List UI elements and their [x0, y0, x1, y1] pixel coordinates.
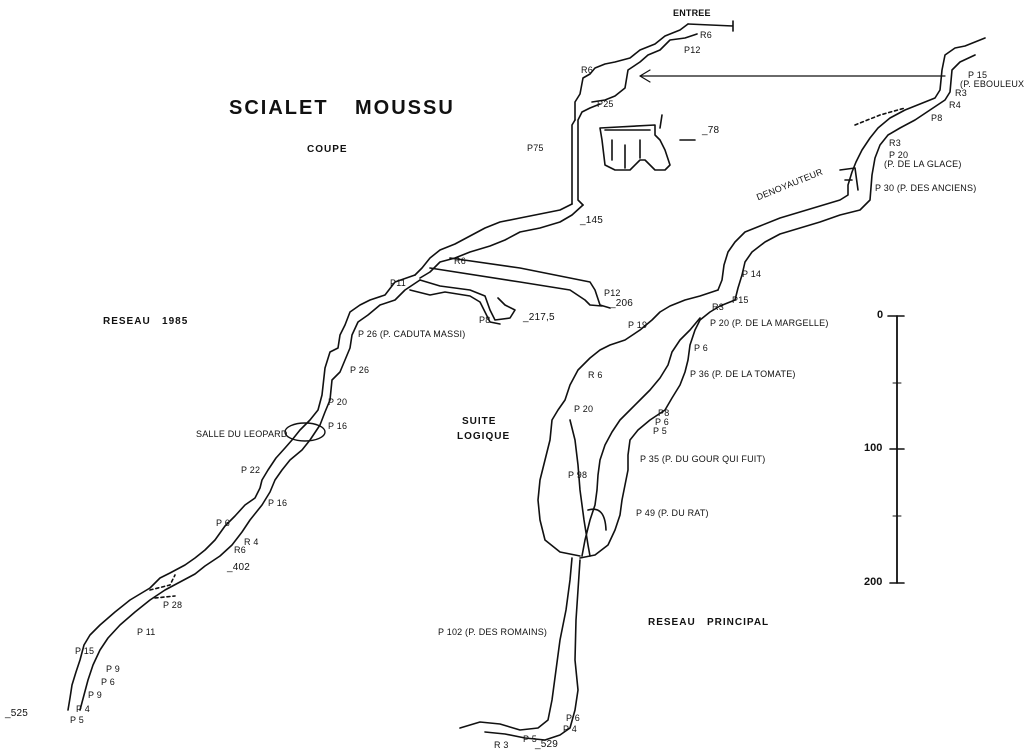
label-p5-c: P 5 [523, 734, 537, 744]
label-r3-a: R3 [955, 88, 967, 98]
shaft-p102 [459, 557, 581, 741]
label-p15-ebouleux-1: P 15 [968, 70, 988, 80]
label-p49-rat: P 49 (P. DU RAT) [636, 508, 709, 518]
label-p102-romains: P 102 (P. DES ROMAINS) [438, 627, 548, 637]
label-p9-b: P 9 [88, 690, 102, 700]
salle-leopard-outline [284, 422, 326, 442]
depth-145: _145 [580, 215, 604, 226]
label-r3-d: R 3 [494, 740, 509, 750]
label-p4-a: P 4 [76, 704, 90, 714]
label-r6-c: R 6 [588, 370, 603, 380]
label-p15-b: P15 [732, 295, 749, 305]
label-r6-mid: R6 [454, 256, 466, 266]
region-reseau-1985: RESEAU 1985 [103, 316, 189, 327]
title-moussu: MOUSSU [355, 97, 455, 119]
label-p8-c: P8 [658, 408, 670, 418]
depth-402: _402 [227, 562, 251, 573]
label-p6-e: P 6 [566, 713, 580, 723]
label-p5-a: P 5 [70, 715, 84, 725]
label-r4: R 4 [244, 537, 259, 547]
label-p8-a: P8 [479, 315, 491, 325]
label-p6-c: P 6 [694, 343, 708, 353]
reseau-principal-upper [717, 37, 986, 301]
label-p11-a: P11 [390, 278, 406, 288]
label-p5-b: P 5 [653, 426, 667, 436]
label-p26-caduta: P 26 (P. CADUTA MASSI) [358, 329, 466, 339]
label-p16-b: P 16 [268, 498, 288, 508]
branch-217 [409, 279, 516, 325]
label-p20-margelle: P 20 (P. DE LA MARGELLE) [710, 318, 829, 328]
depth-scale-bar [887, 315, 905, 584]
label-p20-b: P 20 [574, 404, 594, 414]
label-p20-glace-1: P 20 [889, 150, 909, 160]
label-p4-b: P 4 [563, 724, 577, 734]
label-p15-a: P 15 [75, 646, 95, 656]
label-p6-d: P 6 [655, 417, 669, 427]
depth-217: _217,5 [523, 312, 555, 323]
region-suite-logique-2: LOGIQUE [457, 431, 511, 442]
label-p12-mid: P12 [604, 288, 621, 298]
entrance-passage [571, 20, 734, 206]
depth-529: _529 [535, 739, 559, 750]
label-r3-c: R3 [712, 302, 724, 312]
depth-206: _206 [610, 298, 634, 309]
label-p36-tomate: P 36 (P. DE LA TOMATE) [690, 369, 796, 379]
label-p19: P 19 [628, 320, 648, 330]
label-p9-a: P 9 [106, 664, 120, 674]
label-p6-b: P 6 [101, 677, 115, 687]
label-p26: P 26 [350, 365, 370, 375]
connector-arrow [639, 69, 946, 83]
label-p30-anciens: P 30 (P. DES ANCIENS) [875, 183, 977, 193]
label-p20-glace-2: (P. DE LA GLACE) [884, 159, 962, 169]
label-r4-b: R4 [949, 100, 961, 110]
reseau-1985-passage [67, 274, 421, 711]
label-p11-b: P 11 [137, 627, 156, 637]
label-salle-leopard: SALLE DU LEOPARD [196, 429, 288, 439]
label-p14: P 14 [742, 269, 762, 279]
label-r6-b: R6 [234, 545, 246, 555]
label-p12-top: P12 [684, 45, 701, 55]
label-p22: P 22 [241, 465, 261, 475]
label-p25: P25 [597, 99, 614, 109]
label-r3-b: R3 [889, 138, 901, 148]
region-suite-logique-1: SUITE [462, 416, 497, 427]
label-r6-left: R6 [581, 65, 593, 75]
label-p28: P 28 [163, 600, 183, 610]
label-p8-b: P8 [931, 113, 943, 123]
depth-525: _525 [5, 708, 29, 719]
region-reseau-principal: RESEAU PRINCIPAL [648, 617, 770, 628]
title-scialet: SCIALET [229, 97, 329, 119]
label-r6-entree: R6 [700, 30, 712, 40]
scale-tick-0: 0 [877, 309, 884, 321]
label-p98: P 98 [568, 470, 588, 480]
branch-206 [429, 257, 611, 309]
branch-78 [599, 114, 696, 171]
scale-tick-200: 200 [864, 576, 883, 588]
passage-145 [414, 203, 584, 279]
subtitle-coupe: COUPE [307, 144, 348, 155]
scale-tick-100: 100 [864, 442, 883, 454]
label-p15-ebouleux-2: (P. EBOULEUX) [960, 79, 1024, 89]
reseau-principal-middle [537, 289, 736, 559]
label-p35-gour: P 35 (P. DU GOUR QUI FUIT) [640, 454, 766, 464]
label-p20-a: P 20 [328, 397, 348, 407]
label-p6-a: P 6 [216, 518, 230, 528]
label-p16-a: P 16 [328, 421, 348, 431]
label-entree: ENTREE [673, 8, 711, 18]
label-p75: P75 [527, 143, 544, 153]
depth-78: _78 [702, 125, 720, 136]
